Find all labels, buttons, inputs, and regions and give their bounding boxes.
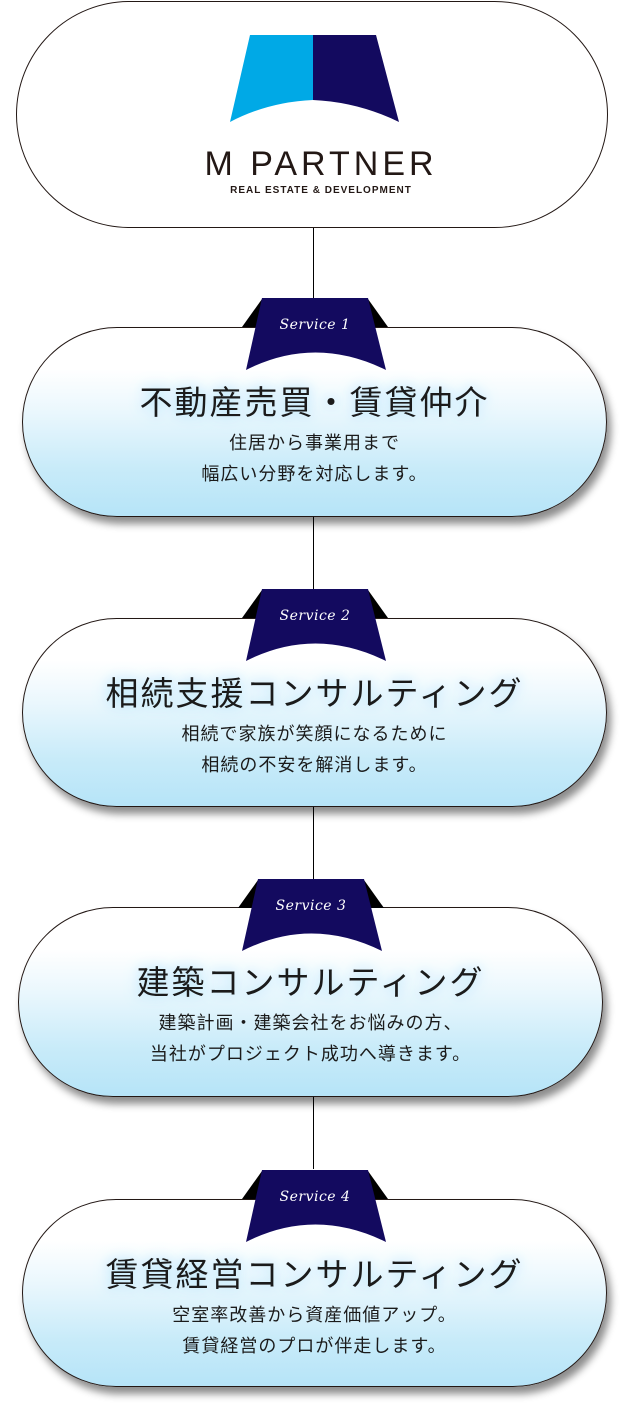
service-card-3: 建築コンサルティング 建築計画・建築会社をお悩みの方、 当社がプロジェクト成功へ… bbox=[18, 907, 603, 1097]
connector-line bbox=[313, 1097, 314, 1169]
service-badge-label: Service 1 bbox=[279, 317, 351, 333]
service-badge-label: Service 3 bbox=[275, 898, 347, 914]
service-card-1: 不動産売買・賃貸仲介 住居から事業用まで 幅広い分野を対応します。 bbox=[22, 327, 607, 517]
service-badge-1: Service 1 bbox=[240, 297, 390, 373]
service-badge-4: Service 4 bbox=[240, 1169, 390, 1245]
service-title: 不動産売買・賃貸仲介 bbox=[139, 383, 490, 422]
service-title: 建築コンサルティング bbox=[136, 963, 485, 1002]
service-card-2: 相続支援コンサルティング 相続で家族が笑顔になるために 相続の不安を解消します。 bbox=[22, 618, 607, 807]
brand-name: M PARTNER bbox=[204, 145, 438, 183]
service-description: 住居から事業用まで 幅広い分野を対応します。 bbox=[23, 428, 606, 490]
ribbon-icon bbox=[242, 298, 388, 370]
connector-line bbox=[313, 228, 314, 298]
ribbon-icon bbox=[238, 879, 384, 951]
service-description-line: 建築計画・建築会社をお悩みの方、 bbox=[158, 1013, 463, 1034]
ribbon-icon bbox=[242, 589, 388, 661]
service-description-line: 空室率改善から資産価値アップ。 bbox=[172, 1305, 457, 1326]
service-description: 建築計画・建築会社をお悩みの方、 当社がプロジェクト成功へ導きます。 bbox=[19, 1008, 602, 1070]
connector-line bbox=[313, 807, 314, 879]
service-card-4: 賃貸経営コンサルティング 空室率改善から資産価値アップ。 賃貸経営のプロが伴走し… bbox=[22, 1199, 607, 1387]
service-description-line: 当社がプロジェクト成功へ導きます。 bbox=[149, 1044, 472, 1065]
service-description-line: 相続の不安を解消します。 bbox=[201, 755, 428, 776]
service-badge-3: Service 3 bbox=[236, 878, 386, 954]
service-description-line: 相続で家族が笑顔になるために bbox=[181, 724, 448, 745]
service-description-line: 住居から事業用まで bbox=[229, 433, 400, 454]
service-badge-label: Service 4 bbox=[279, 1189, 351, 1205]
service-badge-label: Service 2 bbox=[279, 608, 351, 624]
service-description: 空室率改善から資産価値アップ。 賃貸経営のプロが伴走します。 bbox=[23, 1300, 606, 1362]
ribbon-icon bbox=[242, 1170, 388, 1242]
service-title: 相続支援コンサルティング bbox=[105, 674, 524, 713]
service-badge-2: Service 2 bbox=[240, 588, 390, 664]
brand-tagline: REAL ESTATE & DEVELOPMENT bbox=[230, 185, 412, 196]
m-partner-logo-icon bbox=[230, 35, 399, 122]
service-description-line: 幅広い分野を対応します。 bbox=[201, 464, 428, 485]
service-description: 相続で家族が笑顔になるために 相続の不安を解消します。 bbox=[23, 719, 606, 781]
connector-line bbox=[313, 517, 314, 589]
service-description-line: 賃貸経営のプロが伴走します。 bbox=[182, 1336, 447, 1357]
service-title: 賃貸経営コンサルティング bbox=[105, 1255, 524, 1294]
